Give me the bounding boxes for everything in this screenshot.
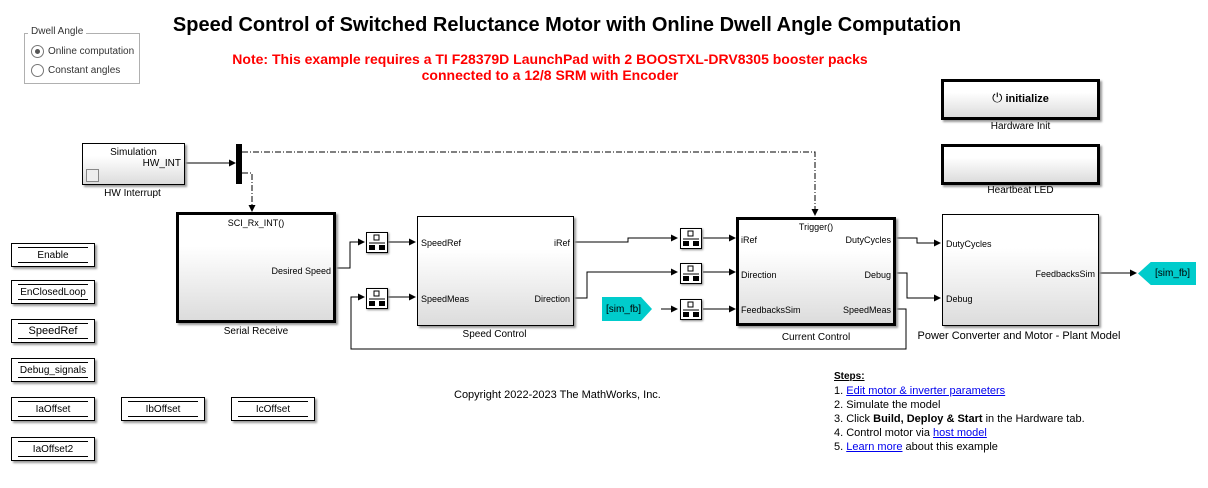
rate-transition-icon [369,290,385,306]
rate-transition-icon [369,234,385,250]
rate-transition-icon [683,265,699,281]
wire-trigger-serial [242,172,256,212]
port-trigger: Trigger() [798,222,834,232]
constant-enable[interactable]: Enable [11,243,95,267]
power-icon: ⏻ [992,90,1003,105]
constant-iboffset[interactable]: IbOffset [121,397,205,421]
subsystem-link-icon [86,169,99,182]
constant-label: IbOffset [128,401,198,417]
port-direction-out: Direction [534,294,570,304]
port-feedbackssim-out: FeedbacksSim [1035,269,1095,279]
radio-selected-icon [31,45,44,58]
port-iref-in: iRef [741,235,758,245]
port-dutycycles-in: DutyCycles [946,239,992,249]
port-speedmeas-in: SpeedMeas [421,294,470,304]
radio-constant-angles[interactable]: Constant angles [31,64,120,77]
initialize-button[interactable]: ⏻ initialize [944,90,1097,106]
constant-debug-signals[interactable]: Debug_signals [11,358,95,382]
page-title: Speed Control of Switched Reluctance Mot… [172,14,962,36]
constant-label: Debug_signals [18,362,88,378]
step-number: 1. [834,385,847,397]
constant-icoffset[interactable]: IcOffset [231,397,315,421]
radio-label: Online computation [48,46,135,57]
step-4: 4. Control motor via host model [834,426,1085,440]
step-number: 5. [834,441,847,453]
port-sci-rx-int: SCI_Rx_INT() [227,218,285,228]
step-1: 1. Edit motor & inverter parameters [834,384,1085,398]
initialize-label: initialize [1005,93,1049,105]
constant-label: IcOffset [238,401,308,417]
constant-iaoffset2[interactable]: IaOffset2 [11,437,95,461]
speed-control-label: Speed Control [462,329,527,340]
wire-trigger-current [242,151,819,216]
rate-transition-direction[interactable] [680,263,702,284]
hw-interrupt-block[interactable]: Simulation HW_INT [82,143,185,185]
rate-transition-feedbacks[interactable] [680,299,702,320]
port-direction-in: Direction [741,270,777,280]
plant-model-block[interactable]: DutyCycles Debug FeedbacksSim [942,214,1099,326]
port-desired-speed: Desired Speed [271,266,331,276]
steps-heading: Steps: [834,371,865,382]
constant-label: IaOffset [18,401,88,417]
port-debug-in: Debug [946,294,973,304]
plant-model-label: Power Converter and Motor - Plant Model [917,330,1121,342]
heartbeat-led-block[interactable] [941,144,1100,185]
step-bold: Build, Deploy & Start [873,413,983,425]
hardware-note: Note: This example requires a TI F28379D… [200,51,900,83]
port-hw-int: HW_INT [142,158,181,169]
port-debug-out: Debug [864,270,891,280]
speed-control-block[interactable]: SpeedRef SpeedMeas iRef Direction [417,216,574,326]
from-tag: [sim_fb] [606,303,642,315]
step-5: 5. Learn more about this example [834,440,1085,454]
radio-unselected-icon [31,64,44,77]
port-speedmeas-out: SpeedMeas [842,305,891,315]
constant-label: Enable [18,247,88,263]
hardware-init-block[interactable]: ⏻ initialize [941,79,1100,120]
rate-transition-icon [683,230,699,246]
rate-transition-iref[interactable] [680,228,702,249]
hw-interrupt-mode: Simulation [110,147,157,158]
current-control-block[interactable]: Trigger() iRef Direction FeedbacksSim Du… [736,217,896,326]
goto-tag: [sim_fb] [1154,268,1190,279]
hardware-init-label: Hardware Init [990,121,1051,132]
from-sim-fb-block[interactable]: [sim_fb] [602,297,652,321]
constant-iaoffset[interactable]: IaOffset [11,397,95,421]
step-3: 3. Click Build, Deploy & Start in the Ha… [834,412,1085,426]
constant-speedref[interactable]: SpeedRef [11,319,95,343]
learn-more-link[interactable]: Learn more [846,441,903,453]
constant-enclosedloop[interactable]: EnClosedLoop [11,280,95,304]
mux-bar [236,144,242,184]
note-line-1: Note: This example requires a TI F28379D… [232,51,868,67]
step-text: 3. Click [834,413,874,425]
serial-receive-label: Serial Receive [223,326,289,337]
constant-label: EnClosedLoop [18,284,88,300]
serial-receive-block[interactable]: SCI_Rx_INT() Desired Speed [176,212,336,323]
radio-label: Constant angles [48,65,121,76]
goto-sim-fb-block[interactable]: [sim_fb] [1138,262,1196,285]
step-text: about this example [902,441,998,453]
step-2: 2. Simulate the model [834,399,941,411]
port-speedref: SpeedRef [421,238,462,248]
port-iref-out: iRef [553,238,570,248]
dwell-angle-label: Dwell Angle [28,26,87,37]
constant-label: IaOffset2 [18,441,88,457]
copyright: Copyright 2022-2023 The MathWorks, Inc. [454,389,661,401]
note-line-2: connected to a 12/8 SRM with Encoder [421,67,679,83]
radio-online-computation[interactable]: Online computation [31,45,134,58]
rate-transition-icon [683,301,699,317]
edit-parameters-link[interactable]: Edit motor & inverter parameters [846,385,1006,397]
rate-transition-speedref[interactable] [366,232,388,253]
host-model-link[interactable]: host model [933,427,987,439]
port-feedbackssim-in: FeedbacksSim [741,305,801,315]
port-dutycycles-out: DutyCycles [845,235,891,245]
step-text: in the Hardware tab. [982,413,1085,425]
step-text: 4. Control motor via [834,427,934,439]
rate-transition-speedmeas[interactable] [366,288,388,309]
hw-interrupt-label: HW Interrupt [104,188,161,199]
constant-label: SpeedRef [18,323,88,339]
heartbeat-led-label: Heartbeat LED [987,185,1054,196]
current-control-label: Current Control [781,332,851,343]
steps-annotation: Steps: 1. Edit motor & inverter paramete… [834,370,1085,454]
